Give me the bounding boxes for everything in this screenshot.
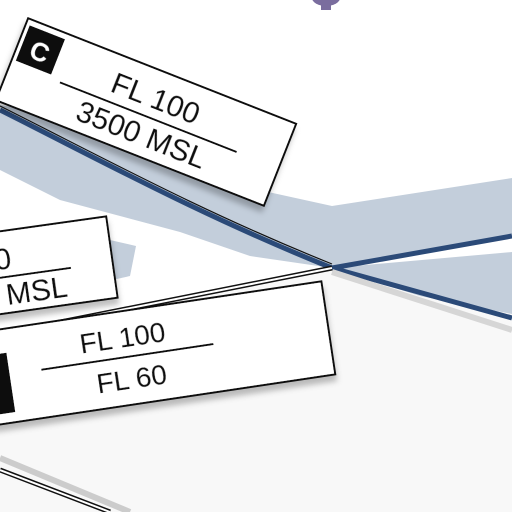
sector-bottom-divider — [41, 343, 214, 371]
navaid-marker-icon — [312, 0, 340, 10]
boundary-grey-line-bottom — [0, 455, 132, 512]
corridor-band-upper-left — [0, 105, 332, 268]
boundary-grey-line-lower-right — [331, 269, 512, 333]
corridor-band-upper-right — [332, 178, 512, 268]
sector-bottom-badge — [0, 352, 16, 416]
boundary-double-line-bottom-inner — [0, 469, 111, 512]
boundary-line-upper-edge — [0, 105, 333, 265]
boundary-line-right-lower — [331, 265, 512, 321]
sector-bottom-label: FL 100 FL 60 — [0, 280, 337, 427]
sector-left-label: 00 MSL — [0, 215, 119, 323]
sector-left-divider — [0, 266, 72, 283]
sector-left-upper-limit: 00 — [0, 242, 13, 279]
sector-c-divider — [59, 81, 238, 153]
sector-c-badge — [15, 25, 66, 75]
boundary-line-upper — [0, 107, 333, 271]
boundary-line-right — [331, 233, 512, 271]
corridor-band-lower-right — [332, 252, 512, 314]
